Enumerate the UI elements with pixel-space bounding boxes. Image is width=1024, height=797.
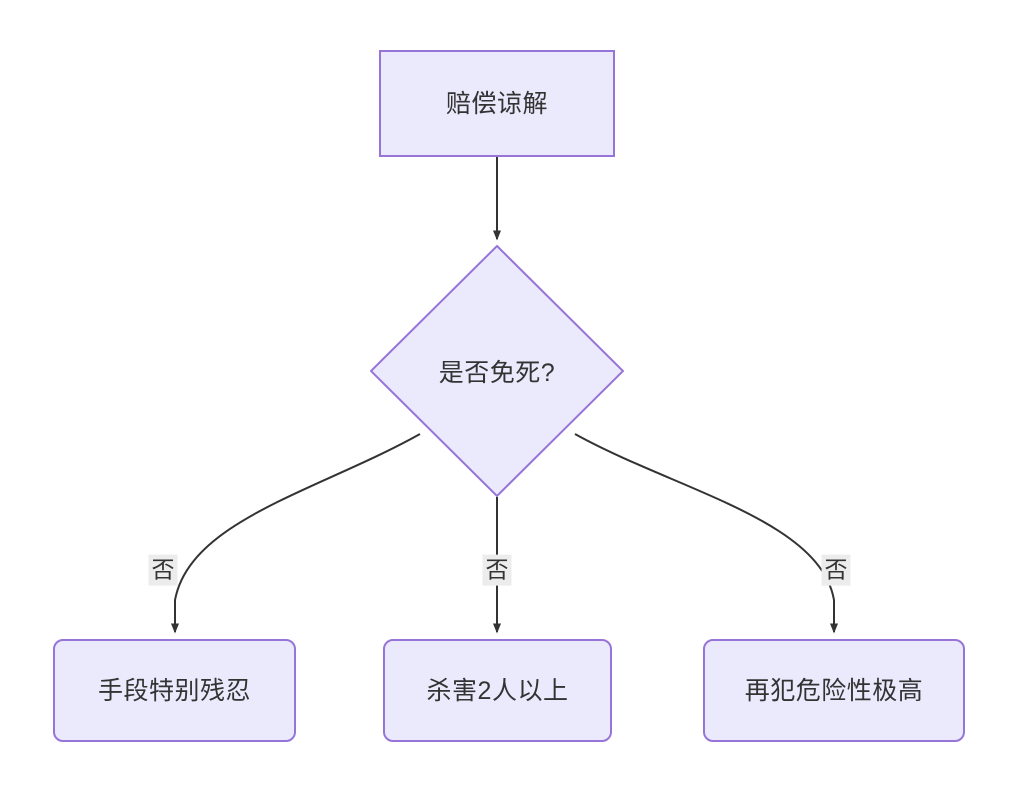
node-high-recidivism-risk[interactable]: 再犯危险性极高 (703, 639, 965, 742)
diamond-shape (370, 245, 624, 497)
node-decision[interactable]: 是否免死? (370, 245, 624, 497)
node-decision-label: 是否免死? (438, 359, 556, 387)
node-two-or-more-killed[interactable]: 杀害2人以上 (383, 639, 612, 742)
node-high-recidivism-risk-label: 再犯危险性极高 (744, 676, 924, 705)
edge-decision-high-recidivism-risk-label: 否 (821, 554, 851, 586)
edge-decision-cruel-means-label: 否 (148, 554, 178, 586)
node-cruel-means[interactable]: 手段特别残忍 (53, 639, 296, 742)
node-compensation[interactable]: 赔偿谅解 (379, 50, 615, 157)
node-two-or-more-killed-label: 杀害2人以上 (426, 676, 569, 705)
edge-decision-two-or-more-killed-label: 否 (482, 554, 512, 586)
node-cruel-means-label: 手段特别残忍 (97, 676, 251, 705)
node-compensation-label: 赔偿谅解 (445, 89, 548, 118)
